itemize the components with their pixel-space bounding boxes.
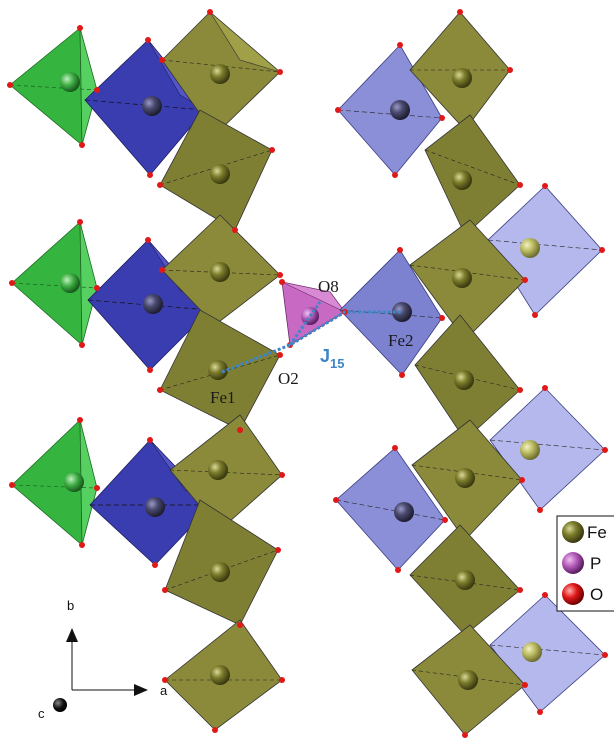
label-fe2: Fe2 (388, 331, 414, 350)
blue-octahedron-light (335, 447, 446, 571)
oxygen-atoms (7, 9, 608, 738)
axes-indicator (53, 628, 148, 712)
exchange-path-j15 (221, 301, 402, 374)
label-o8: O8 (318, 277, 339, 296)
legend-label-o: O (590, 585, 603, 604)
fe-octahedron-chain-left (159, 11, 283, 731)
label-fe1: Fe1 (210, 388, 236, 407)
legend-item-p: P (562, 552, 601, 574)
green-tetrahedron (9, 27, 98, 146)
label-o2: O2 (278, 369, 299, 388)
legend-label-fe: Fe (587, 523, 607, 542)
fe-octahedron-chain-right (409, 11, 526, 736)
legend: Fe P O (556, 515, 614, 612)
green-tetrahedron (11, 221, 98, 346)
green-tetrahedron (11, 419, 98, 546)
legend-item-fe: Fe (562, 521, 607, 543)
axis-label-c: c (38, 706, 45, 721)
legend-label-p: P (590, 554, 601, 573)
label-j15: J15 (320, 346, 344, 371)
legend-item-o: O (562, 583, 603, 605)
axis-label-a: a (160, 683, 168, 698)
axis-label-b: b (67, 598, 74, 613)
p-tetrahedron-magenta (281, 281, 346, 346)
